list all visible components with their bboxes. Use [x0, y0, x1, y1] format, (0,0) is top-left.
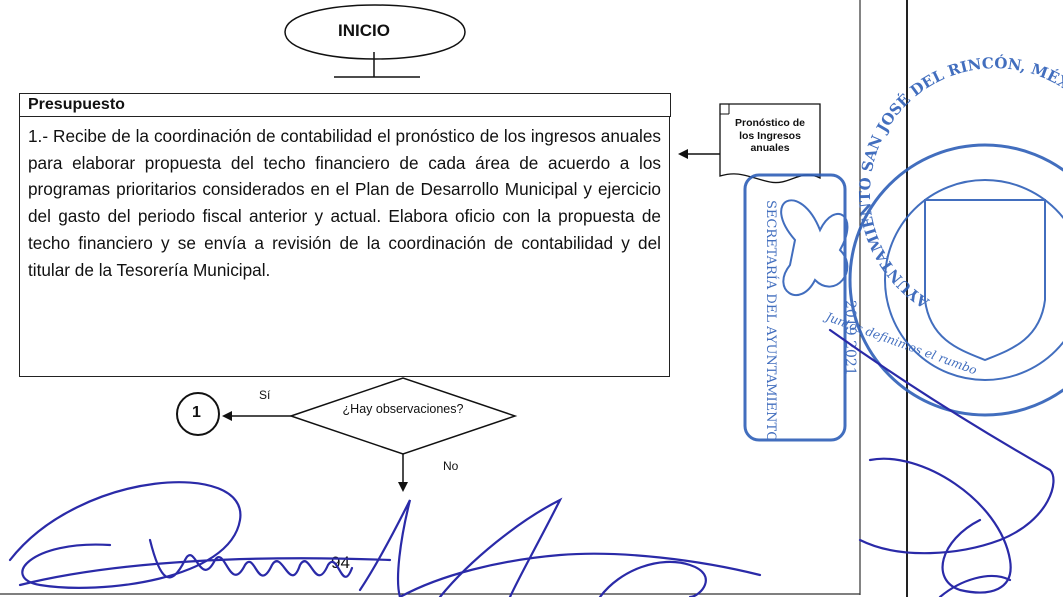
step-text: 1.- Recibe de la coordinación de contabi… [19, 117, 670, 377]
yes-label: Sí [259, 388, 271, 402]
start-terminator [284, 4, 466, 60]
start-label: INICIO [338, 21, 390, 40]
decision-diamond [288, 377, 518, 455]
signature-left [8, 481, 242, 589]
decision-question: ¿Hay observaciones? [342, 402, 464, 416]
seal-inner-text: SECRETARÍA DEL AYUNTAMIENTO [763, 200, 779, 442]
seal-years: 2019 2021 [842, 300, 858, 376]
connector-label: 1 [192, 404, 201, 421]
section-title: Presupuesto [19, 93, 671, 117]
connector-circle [176, 392, 220, 436]
document-label: Pronóstico de los Ingresos anuales [734, 117, 805, 154]
no-label: No [443, 459, 459, 473]
